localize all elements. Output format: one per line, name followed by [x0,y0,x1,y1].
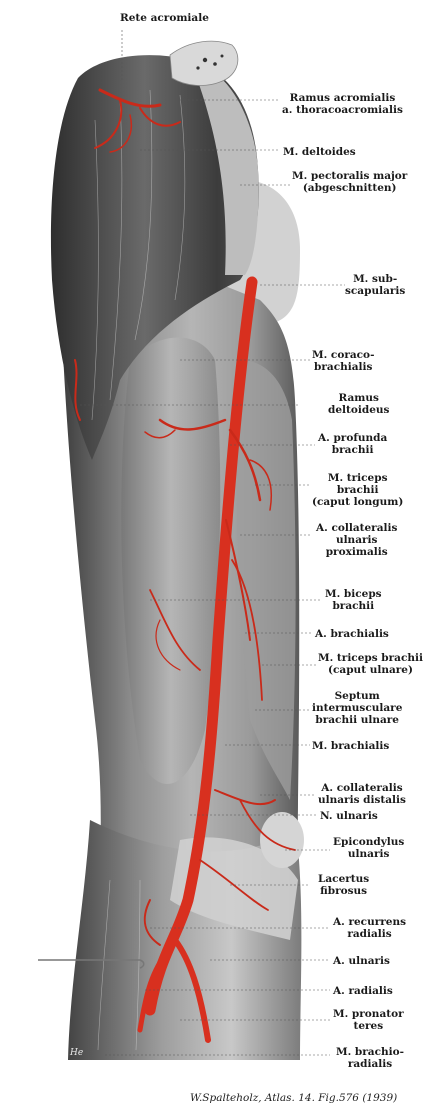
label-m-coracobrachialis: M. coraco-brachialis [312,349,375,373]
a-brachialis-artery [144,276,258,1016]
label-m-triceps-caput-ulnare: M. triceps brachii(caput ulnare) [318,652,423,676]
figure-credit: W.Spalteholz, Atlas. 14. Fig.576 (1939) [190,1092,398,1104]
label-m-pectoralis-major: M. pectoralis major(abgeschnitten) [292,170,408,194]
label-m-subscapularis: M. sub-scapularis [345,273,406,297]
lacertus-fibrosus [170,837,298,940]
a-ulnaris-artery [172,937,211,1043]
deltoid-muscle [50,55,259,461]
pectoralis-major-cut [190,60,259,275]
label-a-brachialis: A. brachialis [315,628,389,640]
pin-wire [38,959,145,969]
acromion-bone [169,40,239,86]
label-m-brachialis: M. brachialis [312,740,390,752]
artist-signature: He [70,1048,84,1058]
epicondylus [260,812,304,868]
label-rete-acromiale: Rete acromiale [120,12,209,24]
label-m-deltoides: M. deltoides [283,146,356,158]
label-m-brachioradialis: M. brachio-radialis [336,1046,404,1070]
a-radialis-artery [137,952,168,1033]
label-a-radialis: A. radialis [333,985,393,997]
label-n-ulnaris: N. ulnaris [320,810,378,822]
biceps-muscle [121,337,221,784]
label-a-ulnaris: A. ulnaris [333,955,390,967]
